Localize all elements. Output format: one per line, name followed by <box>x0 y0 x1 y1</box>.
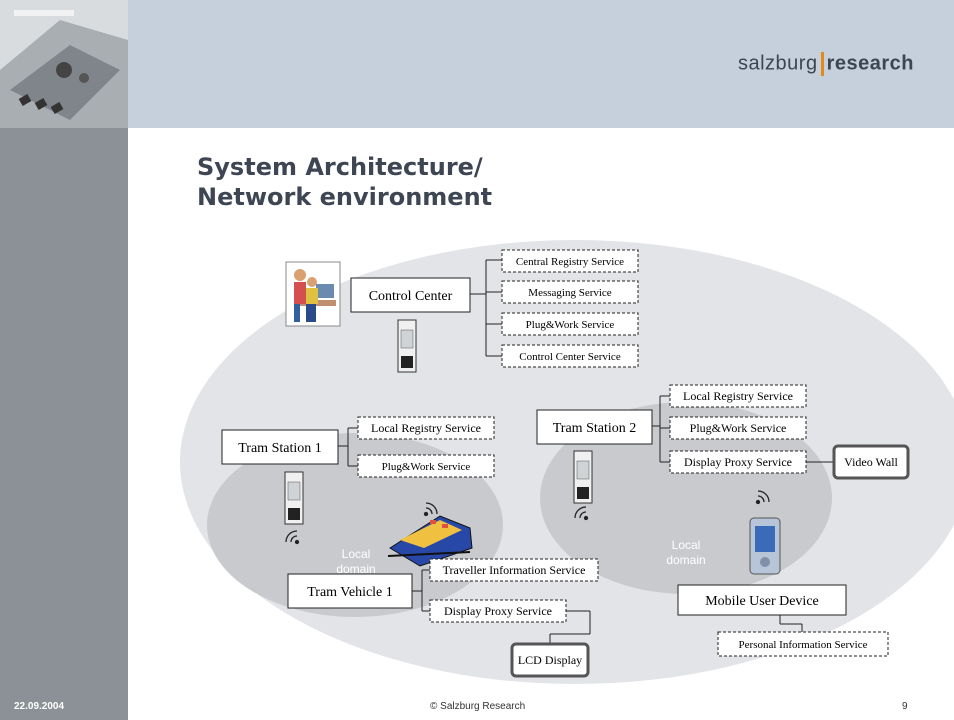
local-domain-left-ellipse <box>207 433 503 617</box>
tram-station-1-services <box>357 416 495 478</box>
tram-vehicle-1-services <box>429 558 599 623</box>
personal-information-service-label: Personal Information Service <box>739 639 868 651</box>
messaging-service-label: Messaging Service <box>528 287 612 299</box>
wireless-antenna-icon <box>755 490 770 505</box>
video-wall-box: Video Wall <box>832 444 910 480</box>
header-corner-image <box>0 0 128 128</box>
local-domain-right-label-line2: domain <box>666 553 705 567</box>
traveller-information-service-label: Traveller Information Service <box>443 563 586 577</box>
tram-station-1-box: Tram Station 1 <box>221 429 339 465</box>
video-wall-label: Video Wall <box>844 455 898 469</box>
central-registry-service-label: Central Registry Service <box>516 256 624 268</box>
tram-icon <box>387 515 473 567</box>
slide-title: System Architecture/ Network environment <box>197 152 492 212</box>
tram-vehicle-1-connectors <box>412 569 591 644</box>
local-domain-right-label-line1: Local <box>672 538 701 552</box>
local-domain-left-label-line2: domain <box>336 562 375 576</box>
local-registry-service-label: Local Registry Service <box>371 421 481 435</box>
tram-vehicle-1-label: Tram Vehicle 1 <box>307 585 393 600</box>
control-center-label: Control Center <box>369 289 453 304</box>
plug-work-service-label: Plug&Work Service <box>526 319 615 331</box>
tram-station-1-connectors <box>338 427 358 467</box>
mobile-device-services <box>717 631 889 657</box>
lcd-display-box: LCD Display <box>510 642 590 678</box>
control-center-service-label: Control Center Service <box>519 351 621 363</box>
tram-station-1-label: Tram Station 1 <box>238 441 322 456</box>
display-proxy-service-label: Display Proxy Service <box>684 455 792 469</box>
tram-station-2-server-icon <box>573 450 593 504</box>
lcd-display-label: LCD Display <box>518 653 582 667</box>
wireless-antenna-icon <box>574 506 589 521</box>
tram-station-1-server-icon <box>284 471 304 525</box>
title-line-1: System Architecture/ <box>197 153 483 181</box>
mobile-user-device-box: Mobile User Device <box>677 584 847 616</box>
page-number: 9 <box>902 701 908 712</box>
local-registry-service-label: Local Registry Service <box>683 389 793 403</box>
plug-work-service-label: Plug&Work Service <box>382 461 471 473</box>
control-center-services <box>501 249 639 368</box>
mobile-user-device-label: Mobile User Device <box>705 594 819 609</box>
mobile-device-connectors <box>779 614 803 632</box>
wireless-antenna-icon <box>423 502 438 517</box>
plug-work-service-label: Plug&Work Service <box>690 421 787 435</box>
control-center-connectors <box>470 259 502 357</box>
tram-station-2-connectors <box>652 395 834 463</box>
control-center-box: Control Center <box>350 277 471 313</box>
title-line-2: Network environment <box>197 183 493 211</box>
control-center-server-icon <box>397 319 417 373</box>
tram-station-2-box: Tram Station 2 <box>536 409 653 445</box>
footer-date: 22.09.2004 <box>14 701 65 712</box>
wireless-antenna-icon <box>285 530 300 545</box>
keyboard-machine-image <box>0 0 128 128</box>
mobile-device-icon <box>749 517 781 575</box>
local-domain-left-label-line1: Local <box>342 547 371 561</box>
display-proxy-service-label: Display Proxy Service <box>444 604 552 618</box>
footer-copyright: © Salzburg Research <box>430 701 526 712</box>
tram-vehicle-1-box: Tram Vehicle 1 <box>287 573 413 609</box>
operator-workstation-icon <box>285 261 341 327</box>
tram-station-2-label: Tram Station 2 <box>553 421 637 436</box>
tram-station-2-services <box>669 384 807 474</box>
